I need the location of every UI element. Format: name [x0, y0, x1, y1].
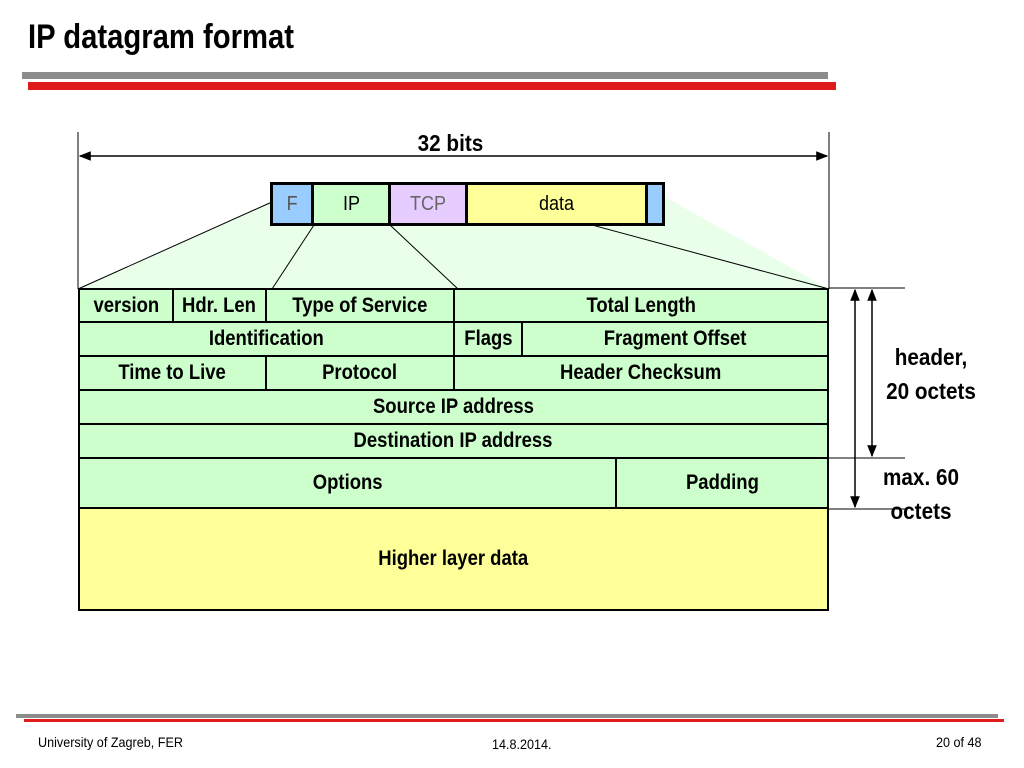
packet-ip: IP — [311, 182, 391, 226]
max-size-line2: octets — [890, 498, 952, 524]
max-size-label: max. 60 octets — [868, 460, 974, 528]
field-total-length: Total Length — [453, 288, 829, 323]
field-protocol: Protocol — [265, 355, 455, 391]
field-options: Options — [78, 457, 617, 509]
field-higher-layer-data: Higher layer data — [78, 507, 829, 611]
header-size-line2: 20 octets — [886, 378, 976, 404]
field-hdr-len: Hdr. Len — [172, 288, 267, 323]
field-padding: Padding — [615, 457, 829, 509]
footer-institution: University of Zagreb, FER — [38, 734, 183, 750]
footer-rule-gray — [16, 714, 998, 718]
footer-rule-red — [24, 719, 1004, 722]
packet-frame-f: F — [270, 182, 314, 226]
header-size-line1: header, — [894, 344, 968, 370]
field-version: version — [78, 288, 174, 323]
field-type-of-service: Type of Service — [265, 288, 455, 323]
field-time-to-live: Time to Live — [78, 355, 267, 391]
footer-date: 14.8.2014. — [492, 736, 552, 752]
field-identification: Identification — [78, 321, 455, 357]
header-size-label: header, 20 octets — [878, 340, 984, 408]
fan-line-ip-right — [389, 224, 459, 290]
packet-tcp: TCP — [388, 182, 468, 226]
bits-label: 32 bits — [417, 130, 483, 156]
field-header-checksum: Header Checksum — [453, 355, 829, 391]
fan-line-ip-left — [271, 224, 315, 290]
max-size-line1: max. 60 — [883, 464, 959, 490]
title-underline-gray — [22, 72, 828, 79]
field-flags: Flags — [453, 321, 523, 357]
footer-page-number: 20 of 48 — [936, 734, 982, 750]
field-destination-ip: Destination IP address — [78, 423, 829, 459]
field-fragment-offset: Fragment Offset — [521, 321, 829, 357]
packet-frame-trailer — [645, 182, 665, 226]
packet-data: data — [465, 182, 648, 226]
field-source-ip: Source IP address — [78, 389, 829, 425]
title-underline-red — [28, 82, 836, 90]
slide-title: IP datagram format — [28, 18, 294, 56]
